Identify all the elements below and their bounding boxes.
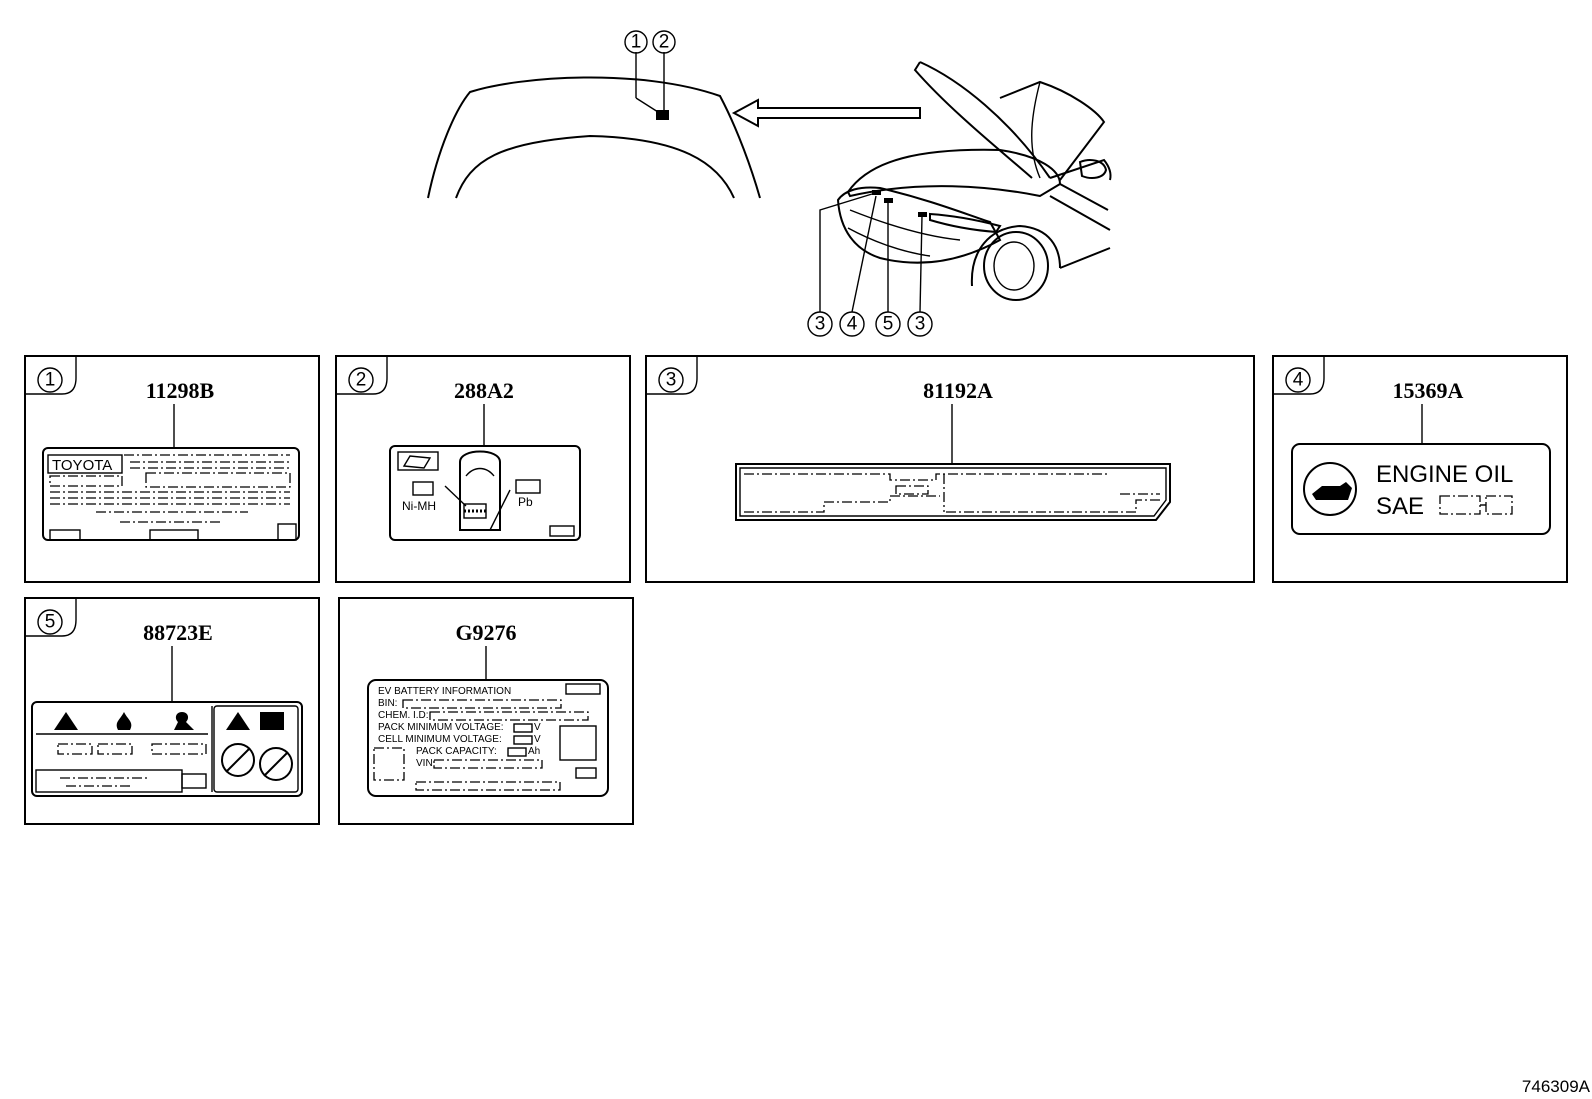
svg-text:1: 1 [45,370,56,391]
svg-text:3: 3 [915,314,926,335]
svg-text:1: 1 [631,32,642,53]
part-number-G9276: G9276 [455,620,516,645]
panel-5: 5 88723E [24,597,320,825]
svg-text:4: 4 [847,314,858,335]
oil-can-icon [1312,482,1352,500]
car-front-view [819,61,1112,313]
sae-text: SAE [1376,493,1424,520]
svg-text:BIN:: BIN: [378,698,397,709]
callout-1-top: 1 [624,30,648,54]
svg-text:4: 4 [1293,370,1304,391]
engine-oil-text: ENGINE OIL [1376,461,1513,488]
part-number-15369A: 15369A [1393,378,1464,403]
figure-id: 746309A [1522,1077,1591,1096]
part-number-88723E: 88723E [143,620,213,645]
svg-text:V: V [534,722,541,733]
svg-text:CELL MINIMUM VOLTAGE:: CELL MINIMUM VOLTAGE: [378,734,502,745]
svg-text:PACK CAPACITY:: PACK CAPACITY: [416,746,497,757]
panel-6: G9276 EV BATTERY INFORMATION BIN: CHEM. … [338,597,634,825]
svg-text:CHEM. I.D:: CHEM. I.D: [378,710,429,721]
toyota-label-text: TOYOTA [52,457,112,474]
part-number-11298B: 11298B [146,378,215,403]
svg-text:VIN:: VIN: [416,758,435,769]
panel-4: 4 15369A ENGINE OIL SAE [1272,355,1568,583]
svg-text:2: 2 [356,370,367,391]
panel-3: 3 81192A [645,355,1255,583]
svg-text:Ni-MH: Ni-MH [402,499,436,513]
part-number-81192A: 81192A [923,378,993,403]
svg-text:EV BATTERY INFORMATION: EV BATTERY INFORMATION [378,686,511,697]
warning-triangle-icon [54,712,78,730]
panel-2: 2 288A2 Ni-MH Pb [335,355,631,583]
callout-5: 5 [875,311,901,337]
svg-text:5: 5 [883,314,894,335]
manual-icon [260,712,284,730]
svg-text:PACK MINIMUM VOLTAGE:: PACK MINIMUM VOLTAGE: [378,722,504,733]
part-number-288A2: 288A2 [454,378,514,403]
panel-1: 1 11298B TOYOTA [24,355,320,583]
svg-text:3: 3 [815,314,826,335]
operator-icon [174,712,194,730]
direction-arrow [731,98,921,128]
warning-triangle-2-icon [226,712,250,730]
callout-3-left: 3 [807,311,833,337]
svg-text:Pb: Pb [518,495,533,509]
svg-text:3: 3 [666,370,677,391]
label-location-marker [656,110,669,120]
svg-text:V: V [534,734,541,745]
svg-text:2: 2 [659,32,670,53]
svg-text:Ah: Ah [528,746,540,757]
hood-underside-view [427,52,761,199]
callout-4: 4 [839,311,865,337]
callout-2-top: 2 [652,30,676,54]
callout-3-right: 3 [907,311,933,337]
svg-text:5: 5 [45,612,56,633]
flame-icon [116,712,132,730]
